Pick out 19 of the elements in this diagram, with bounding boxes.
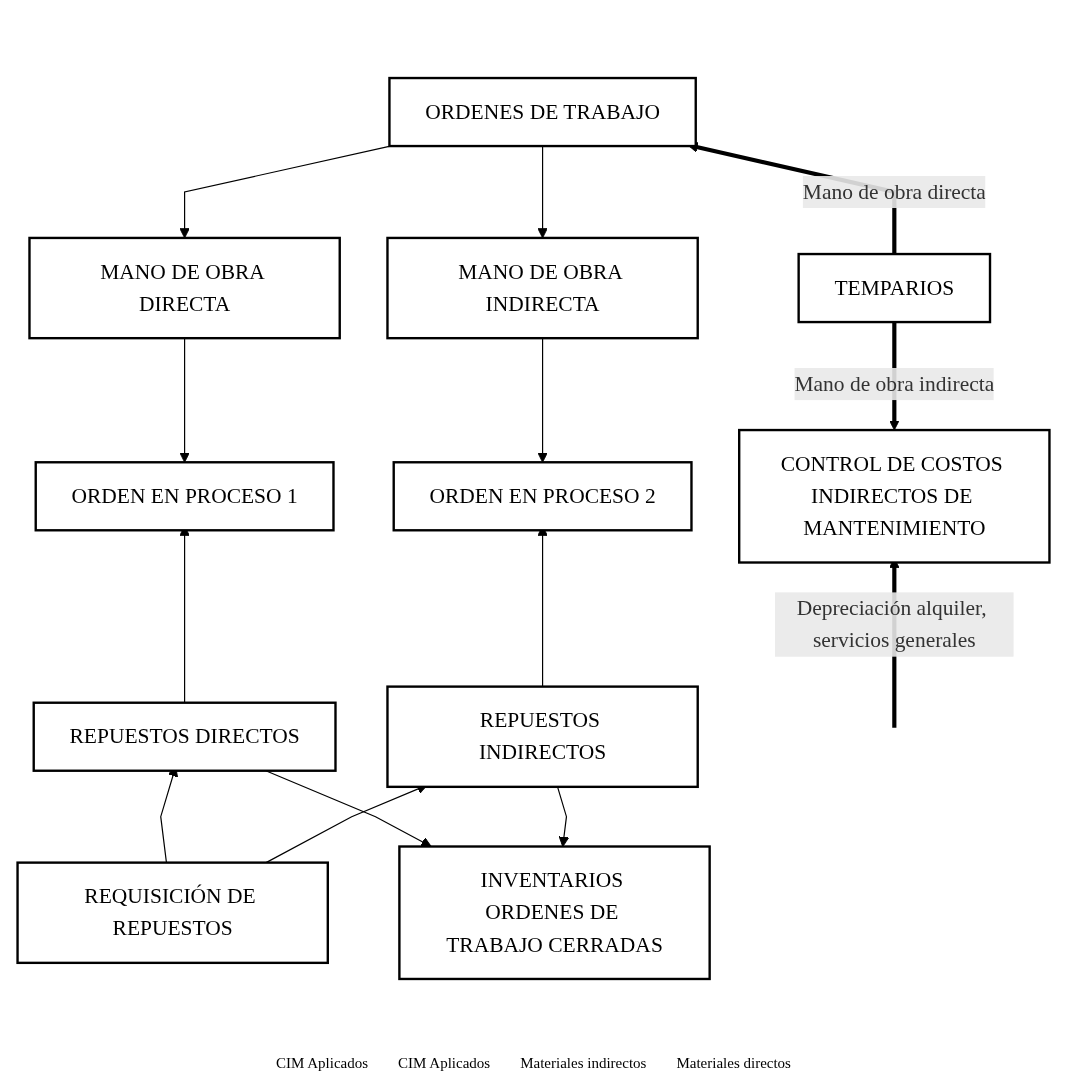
node-box: ORDEN EN PROCESO 1 [34,461,335,532]
node-box: MANO DE OBRA INDIRECTA [386,236,699,340]
node-box: REQUISICIÓN DE REPUESTOS [16,861,329,965]
note-text: Materiales indirectos [520,1055,647,1072]
note-text: Materiales directos [676,1055,791,1072]
node-box: INVENTARIOS ORDENES DE TRABAJO CERRADAS [398,845,711,981]
edge-label: Mano de obra indirecta [794,371,995,396]
node-box: CONTROL DE COSTOS INDIRECTOS DE MANTENIMIENTO [738,428,1051,564]
node-box: REPUESTOS DIRECTOS [32,701,337,772]
note-text: CIM Aplicados [398,1055,491,1072]
edge-label: Depreciación alquiler, servicios generales [796,595,987,652]
node-box: TEMPARIOS [797,252,992,324]
node-box: REPUESTOS INDIRECTOS [386,685,699,789]
node-box: ORDEN EN PROCESO 2 [392,461,693,532]
arrow [556,786,570,847]
node-box: MANO DE OBRA DIRECTA [28,236,341,340]
node-box: ORDENES DE TRABAJO [388,76,697,148]
note-text: CIM Aplicados [276,1055,369,1072]
edge-label: Mano de obra directa [802,179,986,204]
